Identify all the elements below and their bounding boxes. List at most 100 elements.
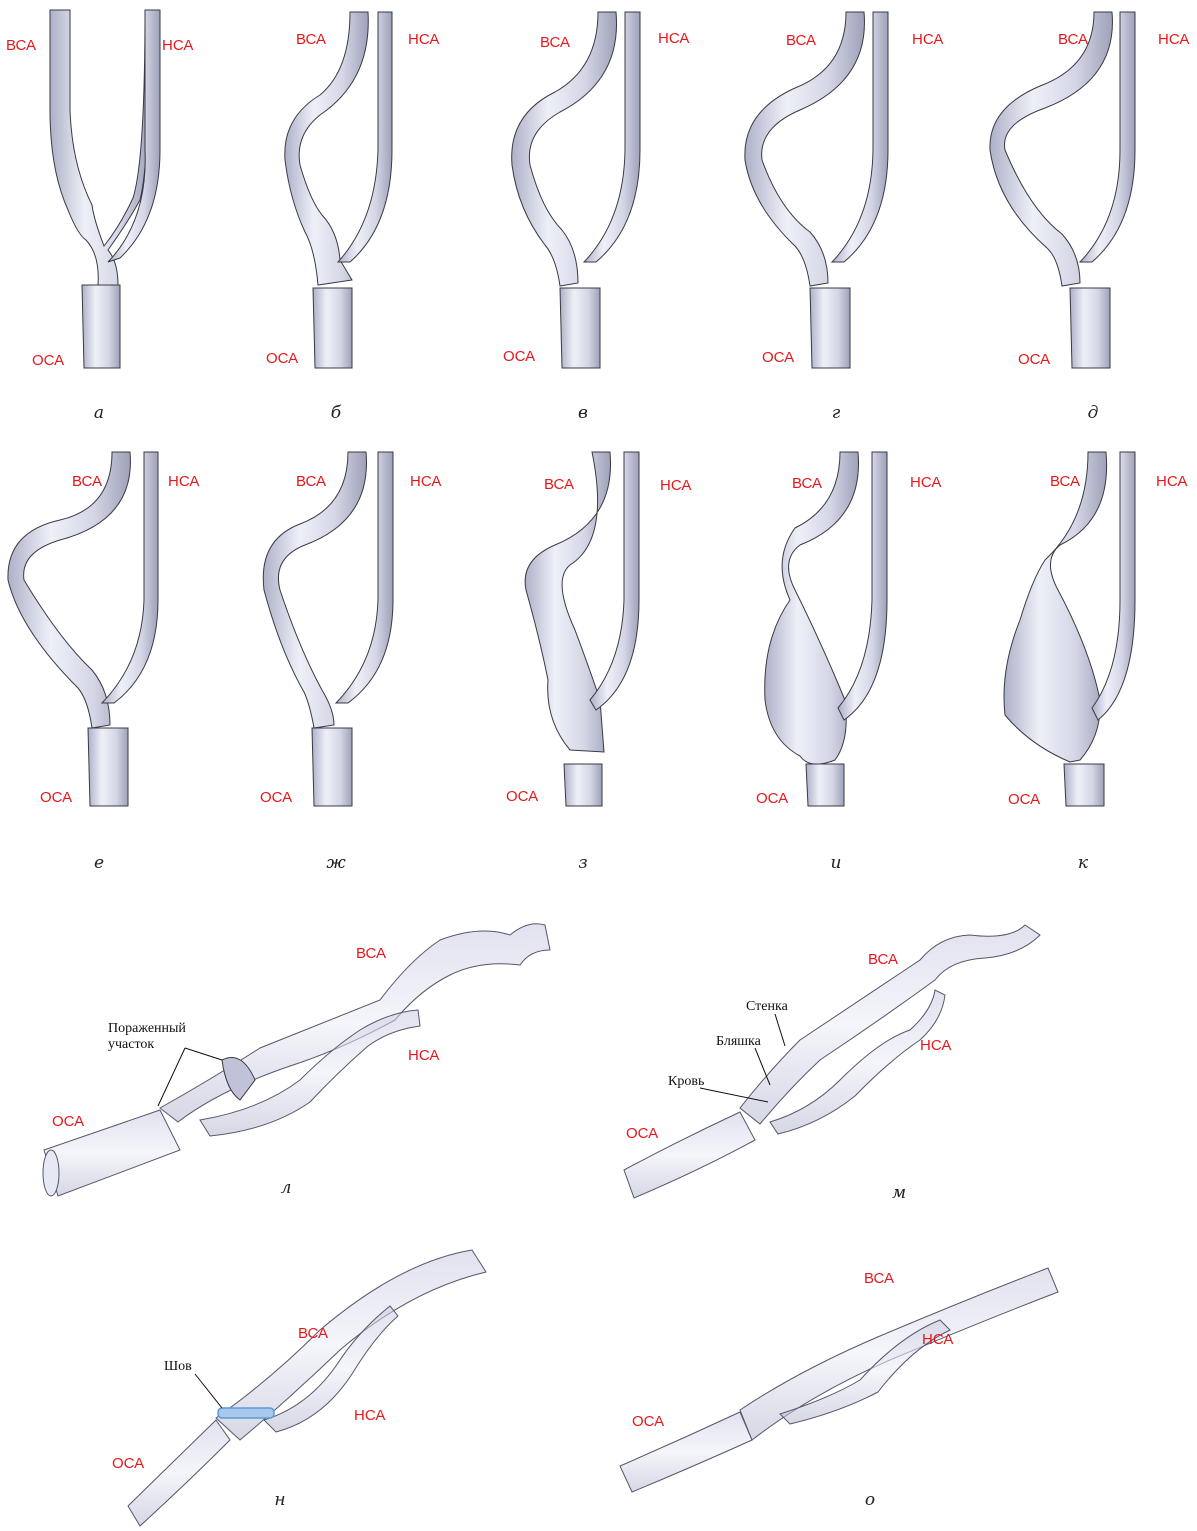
panel-caption: л — [281, 1178, 292, 1198]
cca-label: ОСА — [626, 1125, 658, 1142]
ica-label: ВСА — [72, 473, 102, 490]
annotation-diseased-line2: участок — [108, 1037, 154, 1052]
annotation-leader — [185, 1048, 222, 1060]
eca-label: НСА — [162, 37, 193, 54]
cca-vessel — [1064, 764, 1104, 806]
panel-a: ВСА НСА ОСА а — [6, 10, 193, 423]
plaque-leader — [755, 1048, 770, 1085]
panel-o: ВСА НСА ОСА о — [620, 1268, 1058, 1510]
panel-l: Пораженный участок ВСА НСА ОСА л — [43, 924, 550, 1198]
eca-label: НСА — [408, 31, 439, 48]
ica-label: ВСА — [296, 473, 326, 490]
eca-label: НСА — [660, 477, 691, 494]
panel-zh: ВСА НСА ОСА ж — [260, 452, 441, 873]
eca-label: НСА — [408, 1047, 439, 1064]
cca-label: ОСА — [266, 350, 298, 367]
cca-label: ОСА — [762, 349, 794, 366]
panel-b: ВСА НСА ОСА б — [266, 12, 439, 423]
ica-vessel — [160, 924, 550, 1122]
wall-annotation: Стенка — [746, 999, 789, 1014]
cca-label: ОСА — [503, 348, 535, 365]
panel-g: ВСА НСА ОСА г — [745, 12, 944, 423]
panel-caption: ж — [326, 853, 346, 873]
ica-label: ВСА — [540, 34, 570, 51]
cca-label: ОСА — [32, 352, 64, 369]
eca-label: НСА — [410, 473, 441, 490]
panel-k: ВСА НСА ОСА к — [1004, 452, 1187, 873]
cca-label: ОСА — [1008, 791, 1040, 808]
panel-caption: м — [892, 1183, 906, 1203]
ica-label: ВСА — [786, 32, 816, 49]
panel-caption: и — [831, 853, 842, 873]
annotation-diseased-line1: Пораженный — [108, 1021, 186, 1036]
ica-label: ВСА — [296, 31, 326, 48]
eca-vessel — [108, 10, 160, 262]
panel-caption: в — [578, 403, 588, 423]
wall-leader — [775, 1014, 785, 1046]
panel-n: Шов ВСА НСА ОСА н — [112, 1250, 486, 1526]
cca-label: ОСА — [756, 790, 788, 807]
ica-vessel — [8, 452, 131, 728]
eca-label: НСА — [354, 1407, 385, 1424]
panel-caption: а — [94, 403, 104, 423]
cca-vessel — [564, 764, 602, 806]
eca-label: НСА — [922, 1331, 953, 1348]
ica-label: ВСА — [544, 476, 574, 493]
ica-label: ВСА — [6, 37, 36, 54]
cca-vessel — [128, 1420, 230, 1526]
ica-label: ВСА — [1050, 473, 1080, 490]
ica-label: ВСА — [868, 951, 898, 968]
ica-label: ВСА — [298, 1325, 328, 1342]
cca-label: ОСА — [52, 1113, 84, 1130]
cca-label: ОСА — [1018, 351, 1050, 368]
suture-leader — [195, 1374, 222, 1408]
suture-annotation: Шов — [164, 1359, 192, 1374]
suture-ring — [218, 1408, 274, 1418]
cca-vessel — [313, 288, 352, 368]
ica-label: ВСА — [792, 475, 822, 492]
cca-vessel — [312, 728, 352, 806]
panel-caption: г — [832, 403, 841, 423]
cca-vessel — [88, 728, 128, 806]
cca-label: ОСА — [260, 789, 292, 806]
ica-vessel — [50, 10, 150, 285]
eca-label: НСА — [168, 473, 199, 490]
panel-z: ВСА НСА ОСА з — [506, 452, 691, 873]
cca-label: ОСА — [632, 1413, 664, 1430]
ica-label: ВСА — [356, 945, 386, 962]
cca-vessel — [82, 285, 120, 368]
cca-vessel — [1070, 288, 1110, 368]
panel-caption: к — [1078, 853, 1089, 873]
panel-caption: е — [94, 853, 104, 873]
ica-label: ВСА — [864, 1270, 894, 1287]
cca-vessel — [806, 764, 844, 806]
cca-vessel — [560, 288, 600, 368]
panel-d: ВСА НСА ОСА д — [990, 12, 1189, 423]
panel-caption: о — [865, 1490, 875, 1510]
blood-annotation: Кровь — [668, 1074, 704, 1089]
ica-label: ВСА — [1058, 31, 1088, 48]
eca-label: НСА — [912, 31, 943, 48]
panel-e: ВСА НСА ОСА е — [8, 452, 199, 873]
plaque-annotation: Бляшка — [716, 1034, 762, 1049]
ica-vessel — [1004, 452, 1107, 762]
eca-label: НСА — [920, 1037, 951, 1054]
panel-i: ВСА НСА ОСА и — [756, 452, 941, 873]
panel-m: Стенка Бляшка Кровь ВСА НСА ОСА м — [624, 925, 1040, 1203]
eca-label: НСА — [910, 474, 941, 491]
eca-label: НСА — [1156, 473, 1187, 490]
panel-caption: н — [274, 1490, 285, 1510]
panel-v: ВСА НСА ОСА в — [503, 12, 689, 423]
cca-label: ОСА — [40, 789, 72, 806]
panel-caption: д — [1088, 403, 1099, 423]
panel-caption: з — [578, 853, 587, 873]
cca-vessel — [810, 288, 850, 368]
panel-caption: б — [331, 403, 342, 423]
cca-label: ОСА — [112, 1455, 144, 1472]
cca-opening — [43, 1150, 59, 1196]
eca-label: НСА — [1158, 31, 1189, 48]
eca-label: НСА — [658, 30, 689, 47]
cca-label: ОСА — [506, 788, 538, 805]
